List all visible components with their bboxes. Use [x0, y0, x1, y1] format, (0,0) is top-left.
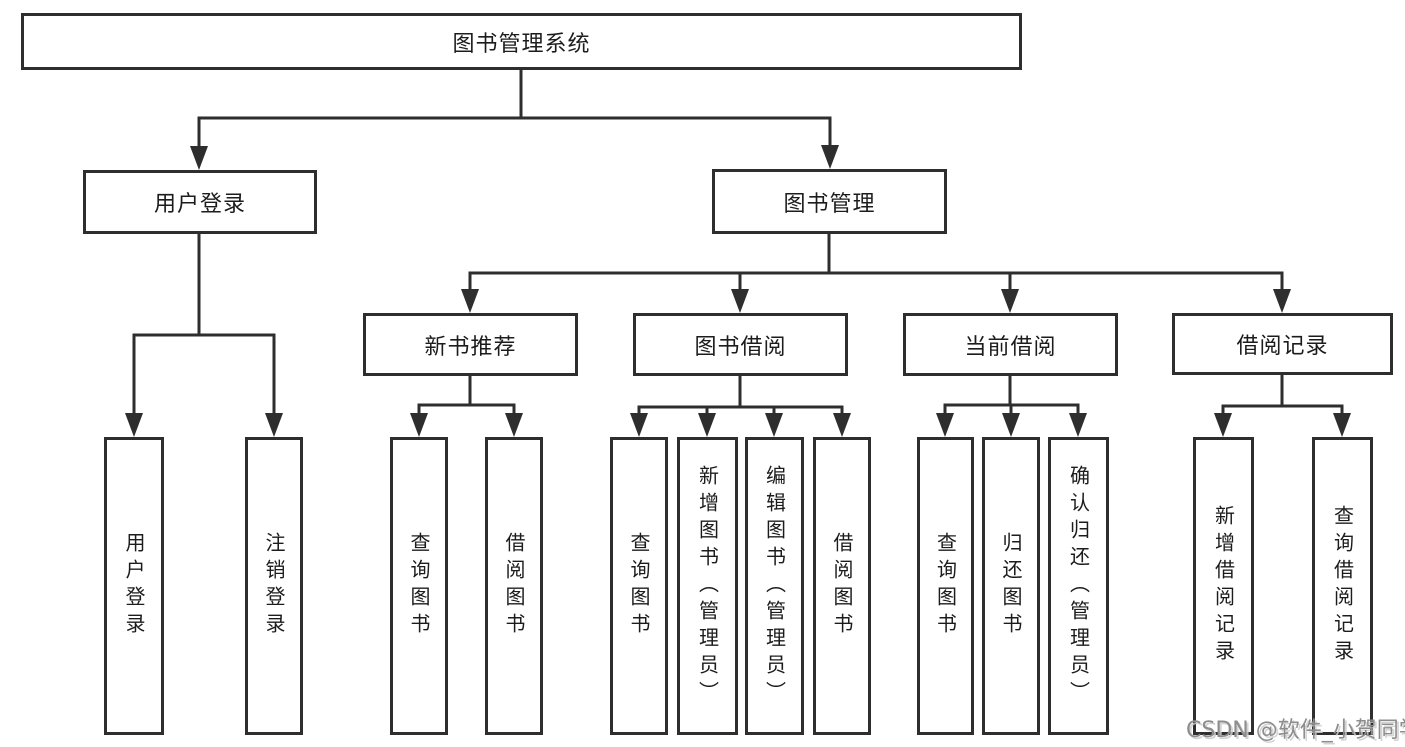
leaf-label: 查询图书 [933, 532, 958, 640]
leaf-return-books: 归还图书 [982, 437, 1040, 735]
leaf-label: 归还图书 [999, 532, 1023, 640]
node-label: 图书管理 [783, 191, 876, 217]
edge-user-login-to-leaves [125, 233, 283, 437]
edge-book-management-to-level3 [461, 234, 1291, 313]
leaf-label: 借阅图书 [830, 532, 854, 640]
node-user-login: 用户登录 [83, 170, 317, 234]
leaf-confirm-return-admin: 确认归还（管理员） [1048, 437, 1109, 735]
node-label: 借阅记录 [1236, 334, 1329, 359]
node-label: 新书推荐 [424, 334, 517, 360]
leaf-query-books-recommend: 查询图书 [390, 437, 448, 735]
edge-current-borrow-to-leaves [936, 376, 1087, 437]
node-book-management: 图书管理 [712, 169, 947, 234]
leaf-user-login: 用户登录 [104, 437, 164, 735]
leaf-label: 确认归还（管理员） [1066, 464, 1091, 708]
leaf-label: 查询图书 [407, 532, 431, 640]
csdn-watermark: CSDN @软件_小贺同学 [1186, 718, 1405, 743]
leaf-label: 查询图书 [627, 532, 651, 640]
leaf-logout: 注销登录 [245, 437, 303, 735]
edge-book-borrow-to-leaves [630, 376, 851, 437]
edge-new-book-recommend-to-leaves [410, 376, 523, 437]
edge-borrow-records-to-leaves [1214, 375, 1351, 437]
leaf-edit-books-admin: 编辑图书（管理员） [745, 437, 804, 735]
node-book-borrow: 图书借阅 [633, 313, 848, 376]
node-current-borrow: 当前借阅 [903, 313, 1118, 376]
leaf-label: 新增借阅记录 [1211, 505, 1236, 667]
leaf-label: 编辑图书（管理员） [762, 464, 787, 708]
node-new-book-recommend: 新书推荐 [363, 313, 578, 376]
node-label: 图书管理系统 [452, 31, 591, 57]
leaf-add-borrow-record: 新增借阅记录 [1193, 437, 1254, 735]
leaf-label: 新增图书（管理员） [695, 464, 720, 708]
leaf-label: 查询借阅记录 [1330, 505, 1355, 667]
node-root-library-management-system: 图书管理系统 [21, 13, 1022, 70]
node-label: 用户登录 [153, 192, 246, 217]
leaf-query-books-current: 查询图书 [917, 437, 974, 735]
leaf-label: 用户登录 [122, 532, 146, 640]
leaf-query-borrow-record: 查询借阅记录 [1312, 437, 1373, 735]
node-label: 图书借阅 [694, 334, 787, 360]
leaf-label: 注销登录 [262, 532, 286, 640]
leaf-add-books-admin: 新增图书（管理员） [677, 437, 738, 735]
node-label: 当前借阅 [964, 334, 1057, 360]
node-borrow-records: 借阅记录 [1172, 313, 1393, 375]
leaf-borrow-books: 借阅图书 [813, 437, 871, 735]
leaf-label: 借阅图书 [502, 532, 526, 640]
leaf-borrow-books-recommend: 借阅图书 [485, 437, 543, 735]
leaf-query-books-borrow: 查询图书 [610, 437, 668, 735]
edge-root-to-level2 [190, 69, 839, 170]
